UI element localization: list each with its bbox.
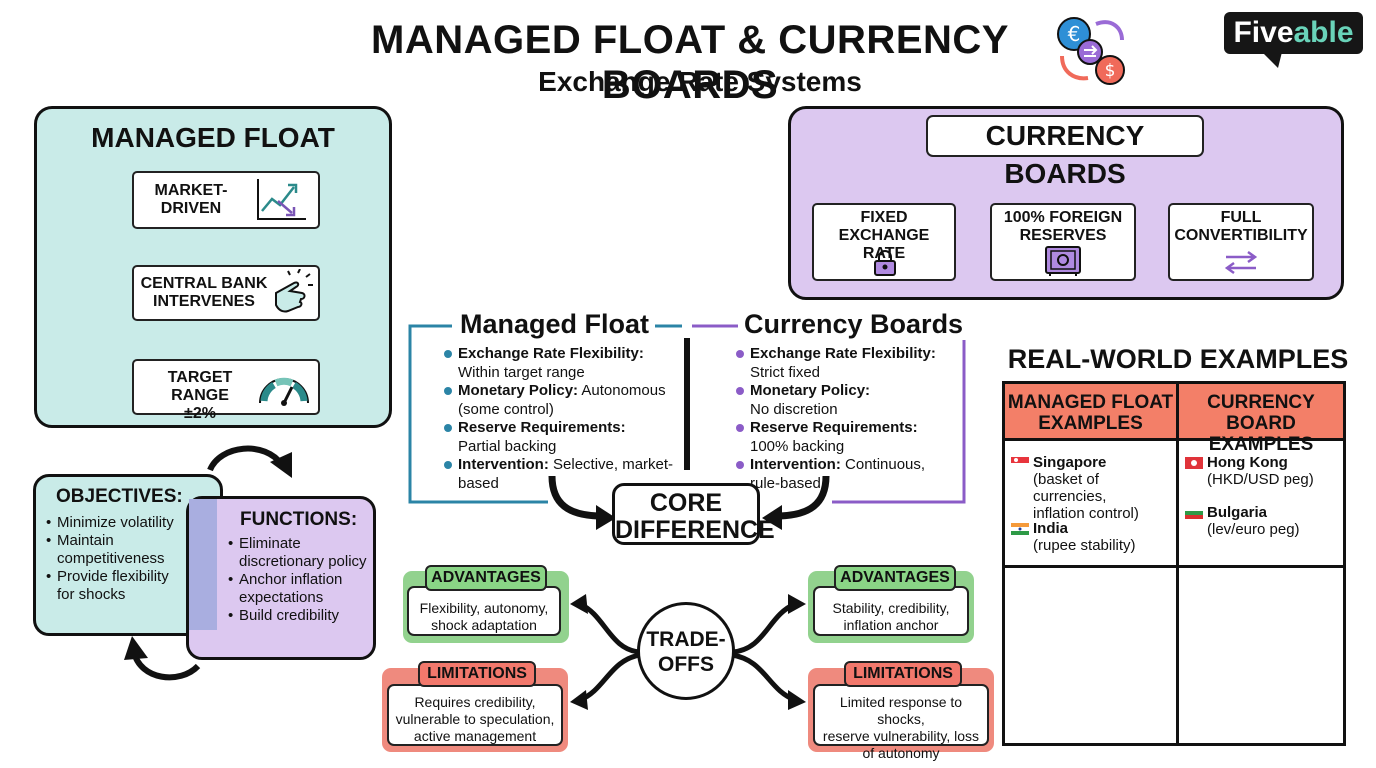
functions-list: Eliminate discretionary policy Anchor in… bbox=[228, 535, 368, 625]
managed-float-heading: MANAGED FLOAT bbox=[91, 122, 335, 153]
cb-item-full-convertibility: FULL CONVERTIBILITY bbox=[1168, 203, 1314, 281]
fiveable-logo: Fiveable bbox=[1224, 12, 1363, 54]
hong-kong-flag-icon bbox=[1185, 457, 1203, 469]
right-limitations-tag: LIMITATIONS bbox=[844, 661, 962, 687]
exchange-arrows-icon bbox=[1224, 250, 1258, 275]
lock-icon bbox=[874, 250, 896, 276]
feature-item: Monetary Policy:No discretion bbox=[734, 382, 956, 419]
functions-heading: FUNCTIONS: bbox=[240, 509, 358, 530]
gauge-icon bbox=[259, 377, 309, 406]
cb-item-label: FIXED EXCHANGE RATE bbox=[838, 209, 930, 262]
left-advantages-text: Flexibility, autonomy, shock adaptation bbox=[407, 586, 561, 636]
example-bulgaria: Bulgaria (lev/euro peg) bbox=[1185, 504, 1341, 538]
center-divider bbox=[684, 338, 690, 470]
left-limitations-tag: LIMITATIONS bbox=[418, 661, 536, 687]
hand-pointer-icon bbox=[275, 269, 313, 313]
function-item: Eliminate discretionary policy bbox=[228, 535, 368, 571]
objective-item: Maintain competitiveness bbox=[46, 532, 186, 568]
left-limitations-text: Requires credibility, vulnerable to spec… bbox=[387, 684, 563, 746]
venn-overlap bbox=[189, 499, 217, 630]
currency-board-examples-header: CURRENCY BOARD EXAMPLES bbox=[1179, 384, 1343, 455]
step-label: CENTRAL BANK INTERVENES bbox=[140, 275, 268, 310]
managed-float-column-title: Managed Float bbox=[454, 309, 656, 340]
managed-float-features: Exchange Rate Flexibility:Within target … bbox=[442, 345, 674, 493]
chart-icon bbox=[257, 179, 306, 220]
example-hong-kong: Hong Kong (HKD/USD peg) bbox=[1185, 454, 1341, 488]
step-label: MARKET- DRIVEN bbox=[154, 182, 228, 217]
example-name: India bbox=[1033, 520, 1069, 537]
real-world-heading: REAL-WORLD EXAMPLES bbox=[1007, 344, 1349, 374]
currency-boards-features: Exchange Rate Flexibility:Strict fixed M… bbox=[734, 345, 956, 493]
page-subtitle: Exchange Rate Systems bbox=[538, 66, 862, 97]
example-name: Singapore bbox=[1033, 454, 1107, 471]
example-note: (rupee stability) bbox=[1033, 537, 1136, 554]
example-note: (lev/euro peg) bbox=[1207, 521, 1300, 538]
column-divider bbox=[1176, 384, 1179, 743]
cb-item-foreign-reserves: 100% FOREIGN RESERVES bbox=[990, 203, 1136, 281]
right-limitations-text: Limited response to shocks, reserve vuln… bbox=[813, 684, 989, 761]
right-advantages-tag: ADVANTAGES bbox=[834, 565, 956, 591]
safe-icon bbox=[1045, 246, 1081, 276]
example-note: (basket of currencies, inflation control… bbox=[1033, 471, 1139, 522]
feature-item: Intervention: Selective, market-based bbox=[442, 456, 674, 493]
example-note: (HKD/USD peg) bbox=[1207, 471, 1314, 488]
feature-item: Reserve Requirements:100% backing bbox=[734, 419, 956, 456]
objectives-list: Minimize volatility Maintain competitive… bbox=[46, 514, 186, 604]
objective-item: Minimize volatility bbox=[46, 514, 186, 532]
row-divider bbox=[1005, 565, 1343, 568]
svg-text:€: € bbox=[1068, 22, 1081, 46]
example-name: Hong Kong bbox=[1207, 454, 1288, 471]
india-flag-icon bbox=[1011, 523, 1029, 535]
currency-exchange-icon: € $ bbox=[1057, 17, 1125, 85]
cb-item-fixed-exchange-rate: FIXED EXCHANGE RATE bbox=[812, 203, 956, 281]
objectives-heading: OBJECTIVES: bbox=[56, 486, 183, 507]
right-advantages-text: Stability, credibility, inflation anchor bbox=[813, 586, 969, 636]
currency-boards-column-title: Currency Boards bbox=[738, 309, 970, 340]
logo-text-part1: Five bbox=[1233, 16, 1294, 49]
svg-text:$: $ bbox=[1105, 61, 1116, 81]
logo-text-part2: able bbox=[1293, 16, 1354, 49]
objective-item: Provide flexibility for shocks bbox=[46, 568, 186, 604]
feature-item: Monetary Policy: Autonomous (some contro… bbox=[442, 382, 674, 419]
tradeoffs-circle: TRADE- OFFS bbox=[637, 602, 735, 700]
singapore-flag-icon bbox=[1011, 457, 1029, 469]
step-target-range: TARGET RANGE ±2% bbox=[132, 359, 320, 422]
mf-bracket bbox=[408, 324, 548, 504]
page-title: MANAGED FLOAT & CURRENCY BOARDS bbox=[371, 18, 1009, 107]
real-world-table: MANAGED FLOAT EXAMPLES CURRENCY BOARD EX… bbox=[1002, 381, 1346, 746]
feature-item: Reserve Requirements:Partial backing bbox=[442, 419, 674, 456]
feature-item: Exchange Rate Flexibility:Strict fixed bbox=[734, 345, 956, 382]
bulgaria-flag-icon bbox=[1185, 507, 1203, 519]
function-item: Anchor inflation expectations bbox=[228, 571, 368, 607]
example-india: India (rupee stability) bbox=[1011, 520, 1175, 554]
step-label: TARGET RANGE ±2% bbox=[167, 369, 233, 422]
cb-item-label: 100% FOREIGN RESERVES bbox=[1003, 209, 1123, 244]
function-item: Build credibility bbox=[228, 607, 368, 625]
left-advantages-tag: ADVANTAGES bbox=[425, 565, 547, 591]
logo-speech-tail bbox=[1262, 52, 1282, 68]
step-market-driven: MARKET- DRIVEN bbox=[132, 171, 320, 229]
feature-item: Intervention: Continuous, rule-based bbox=[734, 456, 956, 493]
cb-item-label: FULL CONVERTIBILITY bbox=[1174, 209, 1308, 244]
currency-boards-heading: CURRENCY BOARDS bbox=[926, 115, 1204, 189]
managed-float-examples-header: MANAGED FLOAT EXAMPLES bbox=[1005, 384, 1176, 441]
feature-item: Exchange Rate Flexibility:Within target … bbox=[442, 345, 674, 382]
step-central-bank-intervenes: CENTRAL BANK INTERVENES bbox=[132, 265, 320, 321]
example-name: Bulgaria bbox=[1207, 504, 1268, 521]
core-difference-box: CORE DIFFERENCE bbox=[612, 483, 775, 545]
example-singapore: Singapore (basket of currencies, inflati… bbox=[1011, 454, 1175, 522]
